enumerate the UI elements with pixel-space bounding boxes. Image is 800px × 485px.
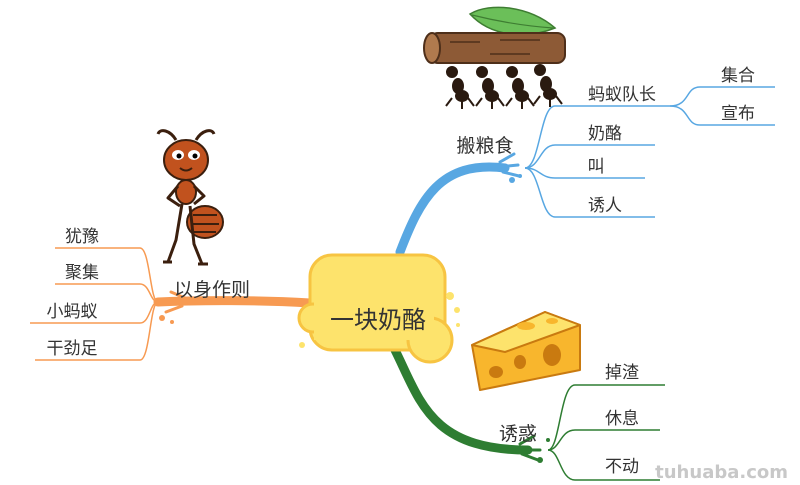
left-item: 犹豫	[65, 227, 99, 247]
top-right-sub-item: 集合	[721, 66, 755, 86]
center-label: 一块奶酪	[330, 306, 426, 334]
branch-bottom-right-connector	[390, 345, 665, 481]
left-item: 聚集	[65, 263, 99, 283]
cheese-wedge-icon	[471, 311, 581, 391]
branch-top-right-label: 搬粮食	[456, 135, 513, 157]
left-item: 干劲足	[47, 339, 98, 359]
bottom-right-item: 不动	[605, 457, 639, 477]
top-right-item: 奶酪	[588, 124, 622, 144]
branch-bottom-right-label: 诱惑	[499, 423, 537, 445]
watermark: tuhuaba.com	[655, 462, 788, 483]
branch-top-right-connector	[395, 86, 775, 257]
center-node[interactable]: 一块奶酪	[297, 253, 460, 364]
branch-left-label: 以身作则	[174, 279, 250, 301]
bottom-right-item: 休息	[605, 409, 639, 429]
bottom-right-item: 掉渣	[605, 363, 639, 383]
ants-carrying-log-icon	[423, 6, 566, 109]
top-right-item: 诱人	[588, 196, 622, 216]
left-item: 小蚂蚁	[47, 302, 98, 322]
top-right-sub-item: 宣布	[721, 104, 755, 124]
ant-captain-icon	[156, 129, 224, 266]
top-right-item: 叫	[588, 157, 605, 177]
branch-left-connector	[30, 247, 315, 361]
top-right-item: 蚂蚁队长	[588, 85, 656, 105]
